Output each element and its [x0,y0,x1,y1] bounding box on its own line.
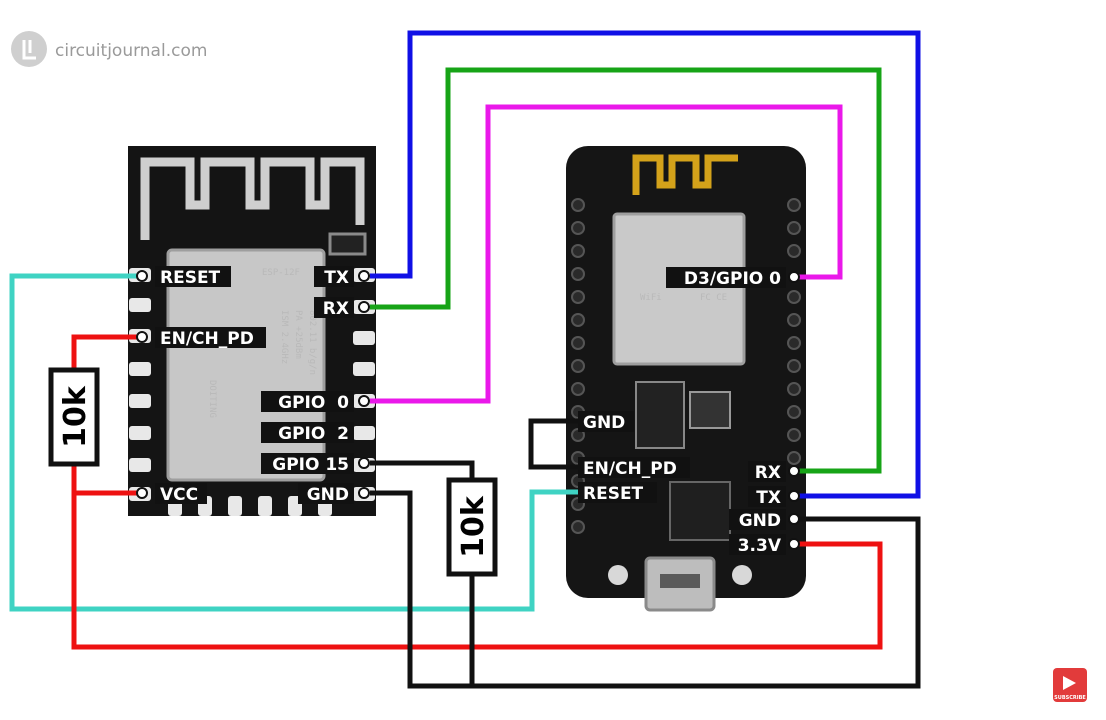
resistor-label: 10k [456,495,491,558]
rx-wire [370,67,882,474]
pin-label: RX [755,463,781,483]
antenna-trace [140,157,365,240]
pin-label: RESET [583,484,644,504]
svg-text:WiFi: WiFi [640,293,662,303]
svg-text:FC CE: FC CE [700,293,727,303]
pin-label: EN/CH_PD [583,459,677,479]
pin-label: TX [756,488,781,508]
pin-label: EN/CH_PD [160,329,254,349]
resistor-gpio15-pulldown: 10k [446,477,498,577]
power-wire [71,334,883,650]
pin-label: GPIO 2 [278,424,349,444]
svg-text:ISM 2.4GHz: ISM 2.4GHz [279,310,289,364]
nodemcu-pin-labels: D3/GPIO 0 GND EN/CH_PD RESET RX TX GND 3… [578,267,786,556]
pin-label: RESET [160,268,221,288]
nodemcu-wifi-module [612,212,746,366]
watermark: circuitjournal.com [11,31,207,67]
svg-text:DOITING: DOITING [207,380,217,418]
svg-text:ESP-12F: ESP-12F [262,268,300,278]
pin-label: 3.3V [738,536,782,556]
resistor-label: 10k [58,385,93,448]
usb-serial-chip [669,481,731,541]
svg-text:802.11 b/g/n: 802.11 b/g/n [307,310,317,375]
tx-wire [370,30,921,499]
svg-text:PA +25dBm: PA +25dBm [293,310,303,359]
pin-label: TX [324,268,349,288]
gpio0-wire [370,104,843,404]
gpio15-wire [370,460,475,686]
watermark-text: circuitjournal.com [55,41,207,61]
en-jumper-wire [528,418,582,470]
pin-label: GND [739,511,781,531]
subscribe-button[interactable]: SUBSCRIBE [1053,668,1087,702]
pin-label: GND [583,413,625,433]
esp12-pin-labels: RESET EN/CH_PD VCC TX RX GPIO 0 GPIO 2 G… [155,266,354,505]
ground-wire [370,490,921,689]
pin-label: RX [323,299,349,319]
pin-label: GPIO 15 [272,455,349,475]
pin-label: GND [307,485,349,505]
play-icon [1063,676,1076,690]
resistor-en-pullup: 10k [48,367,100,467]
pin-label: D3/GPIO 0 [684,269,781,289]
reset-wire [9,273,582,612]
pin-label: VCC [160,485,198,505]
pin-label: GPIO 0 [278,393,349,413]
subscribe-label: SUBSCRIBE [1054,695,1086,701]
